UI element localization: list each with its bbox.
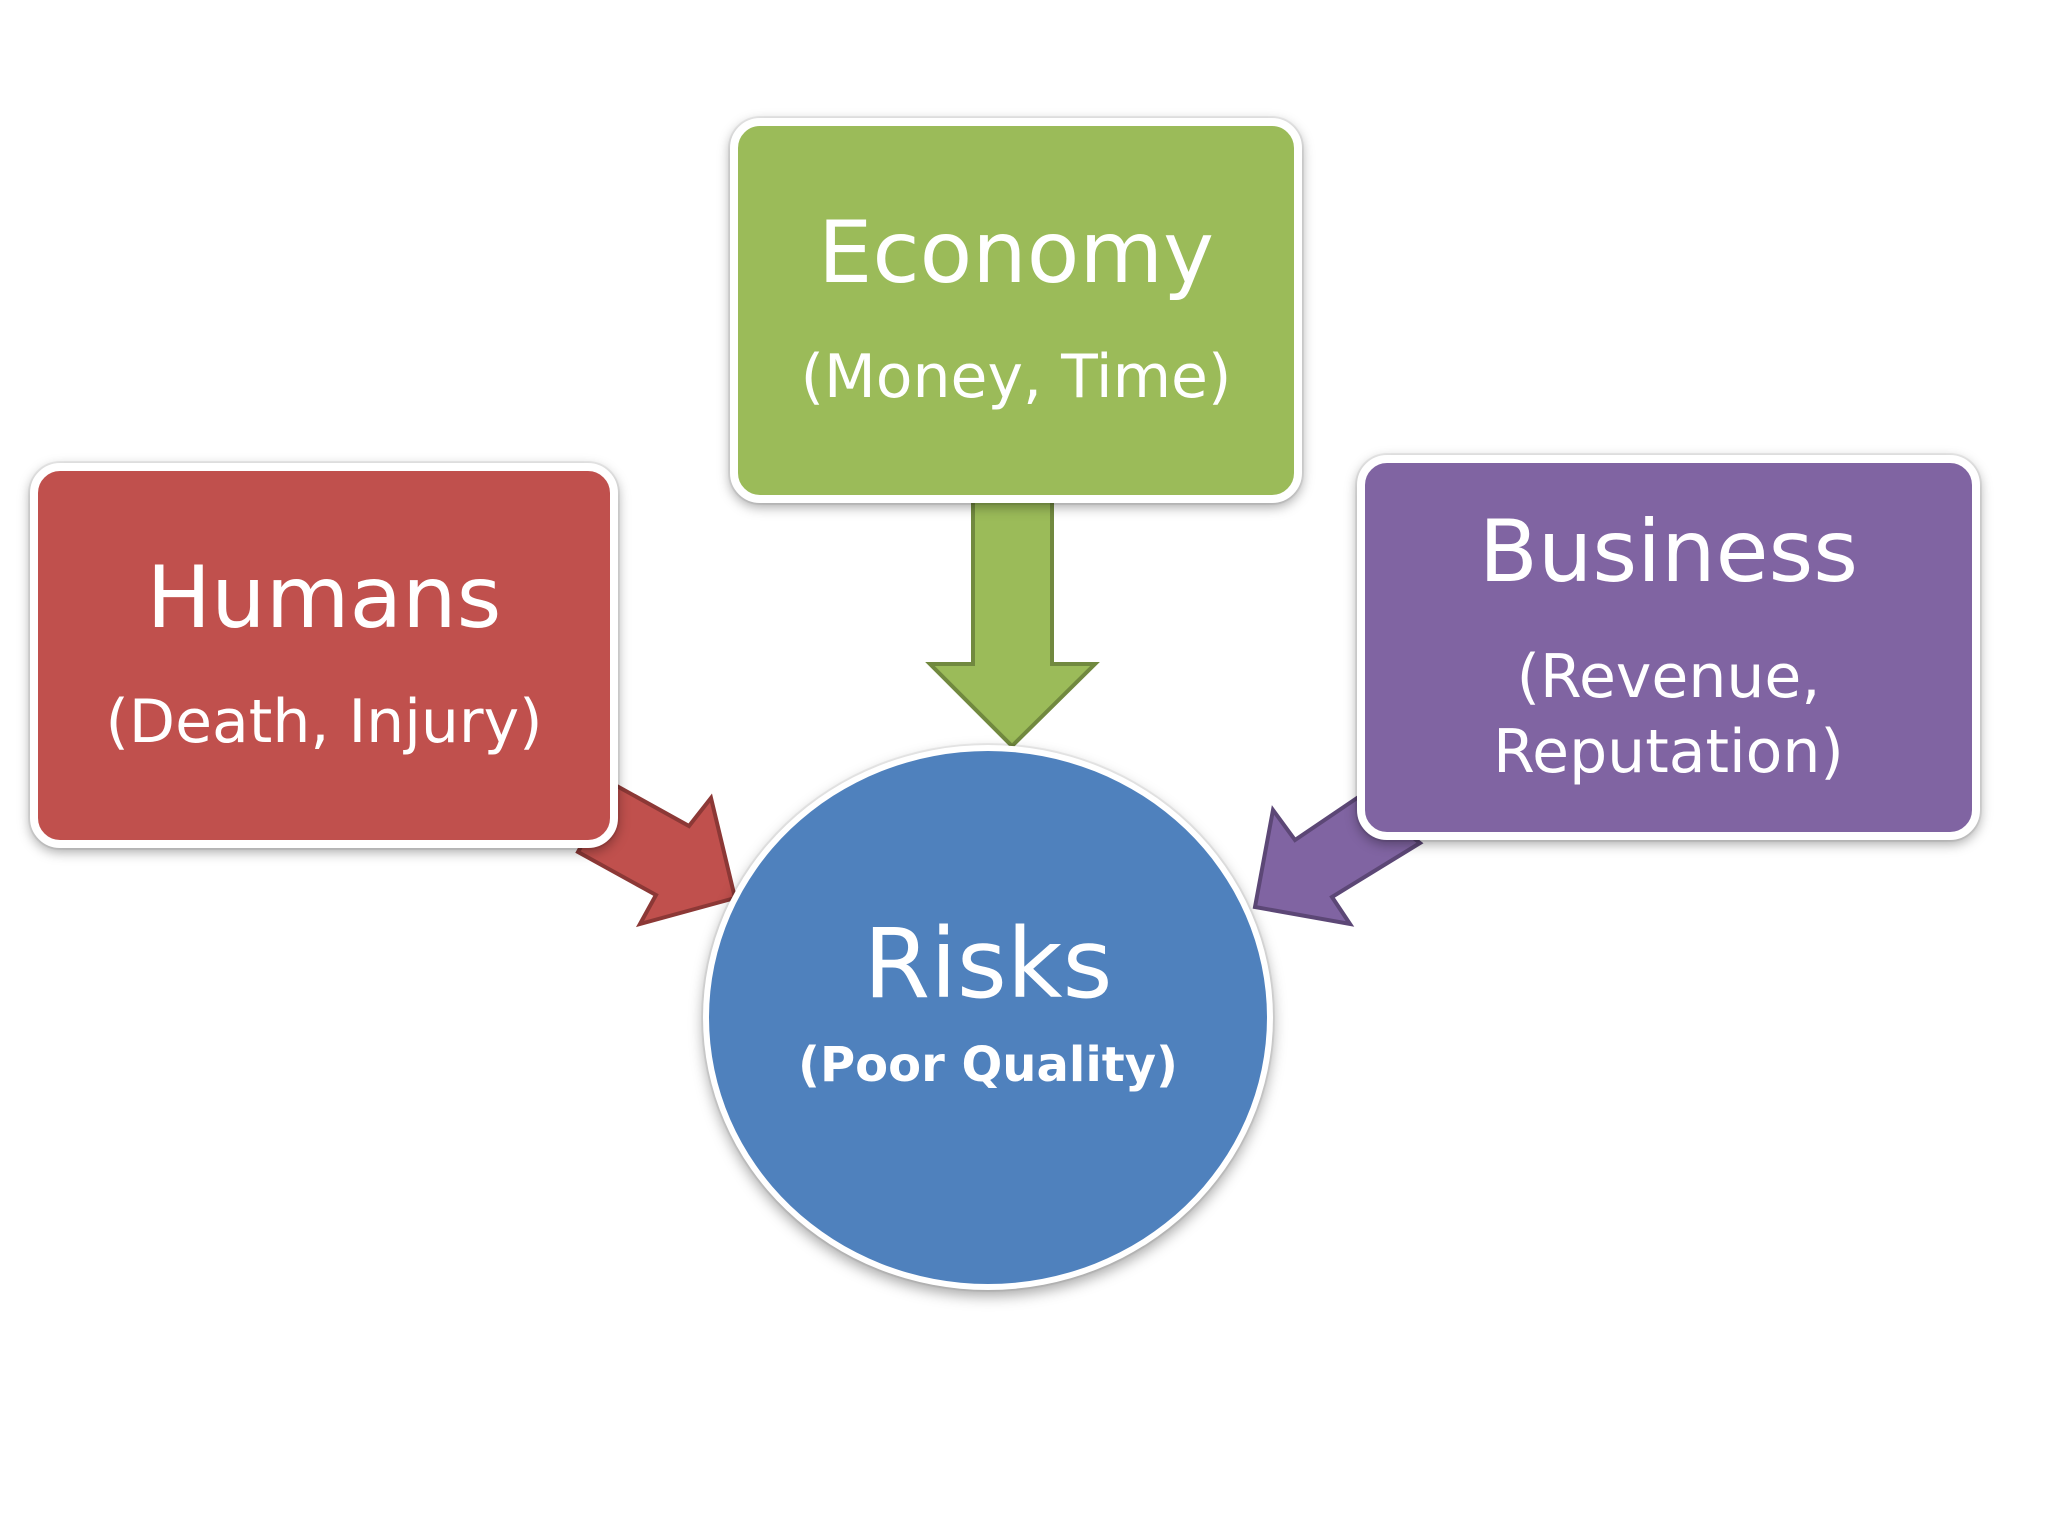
node-humans-subtitle: (Death, Injury) [105, 687, 543, 758]
node-humans-title: Humans [146, 547, 502, 648]
node-business: Business (Revenue, Reputation) [1357, 455, 1980, 840]
node-risks: Risks (Poor Quality) [703, 745, 1273, 1290]
arrow-economy-to-risks [925, 496, 1100, 749]
node-economy-title: Economy [817, 202, 1215, 303]
node-business-subtitle: (Revenue, Reputation) [1493, 641, 1844, 787]
node-economy: Economy (Money, Time) [730, 118, 1302, 503]
node-risks-title: Risks [863, 907, 1113, 1020]
node-risks-subtitle: (Poor Quality) [798, 1037, 1178, 1094]
node-economy-subtitle: (Money, Time) [800, 342, 1232, 413]
node-business-title: Business [1478, 502, 1859, 603]
node-humans: Humans (Death, Injury) [30, 463, 618, 848]
